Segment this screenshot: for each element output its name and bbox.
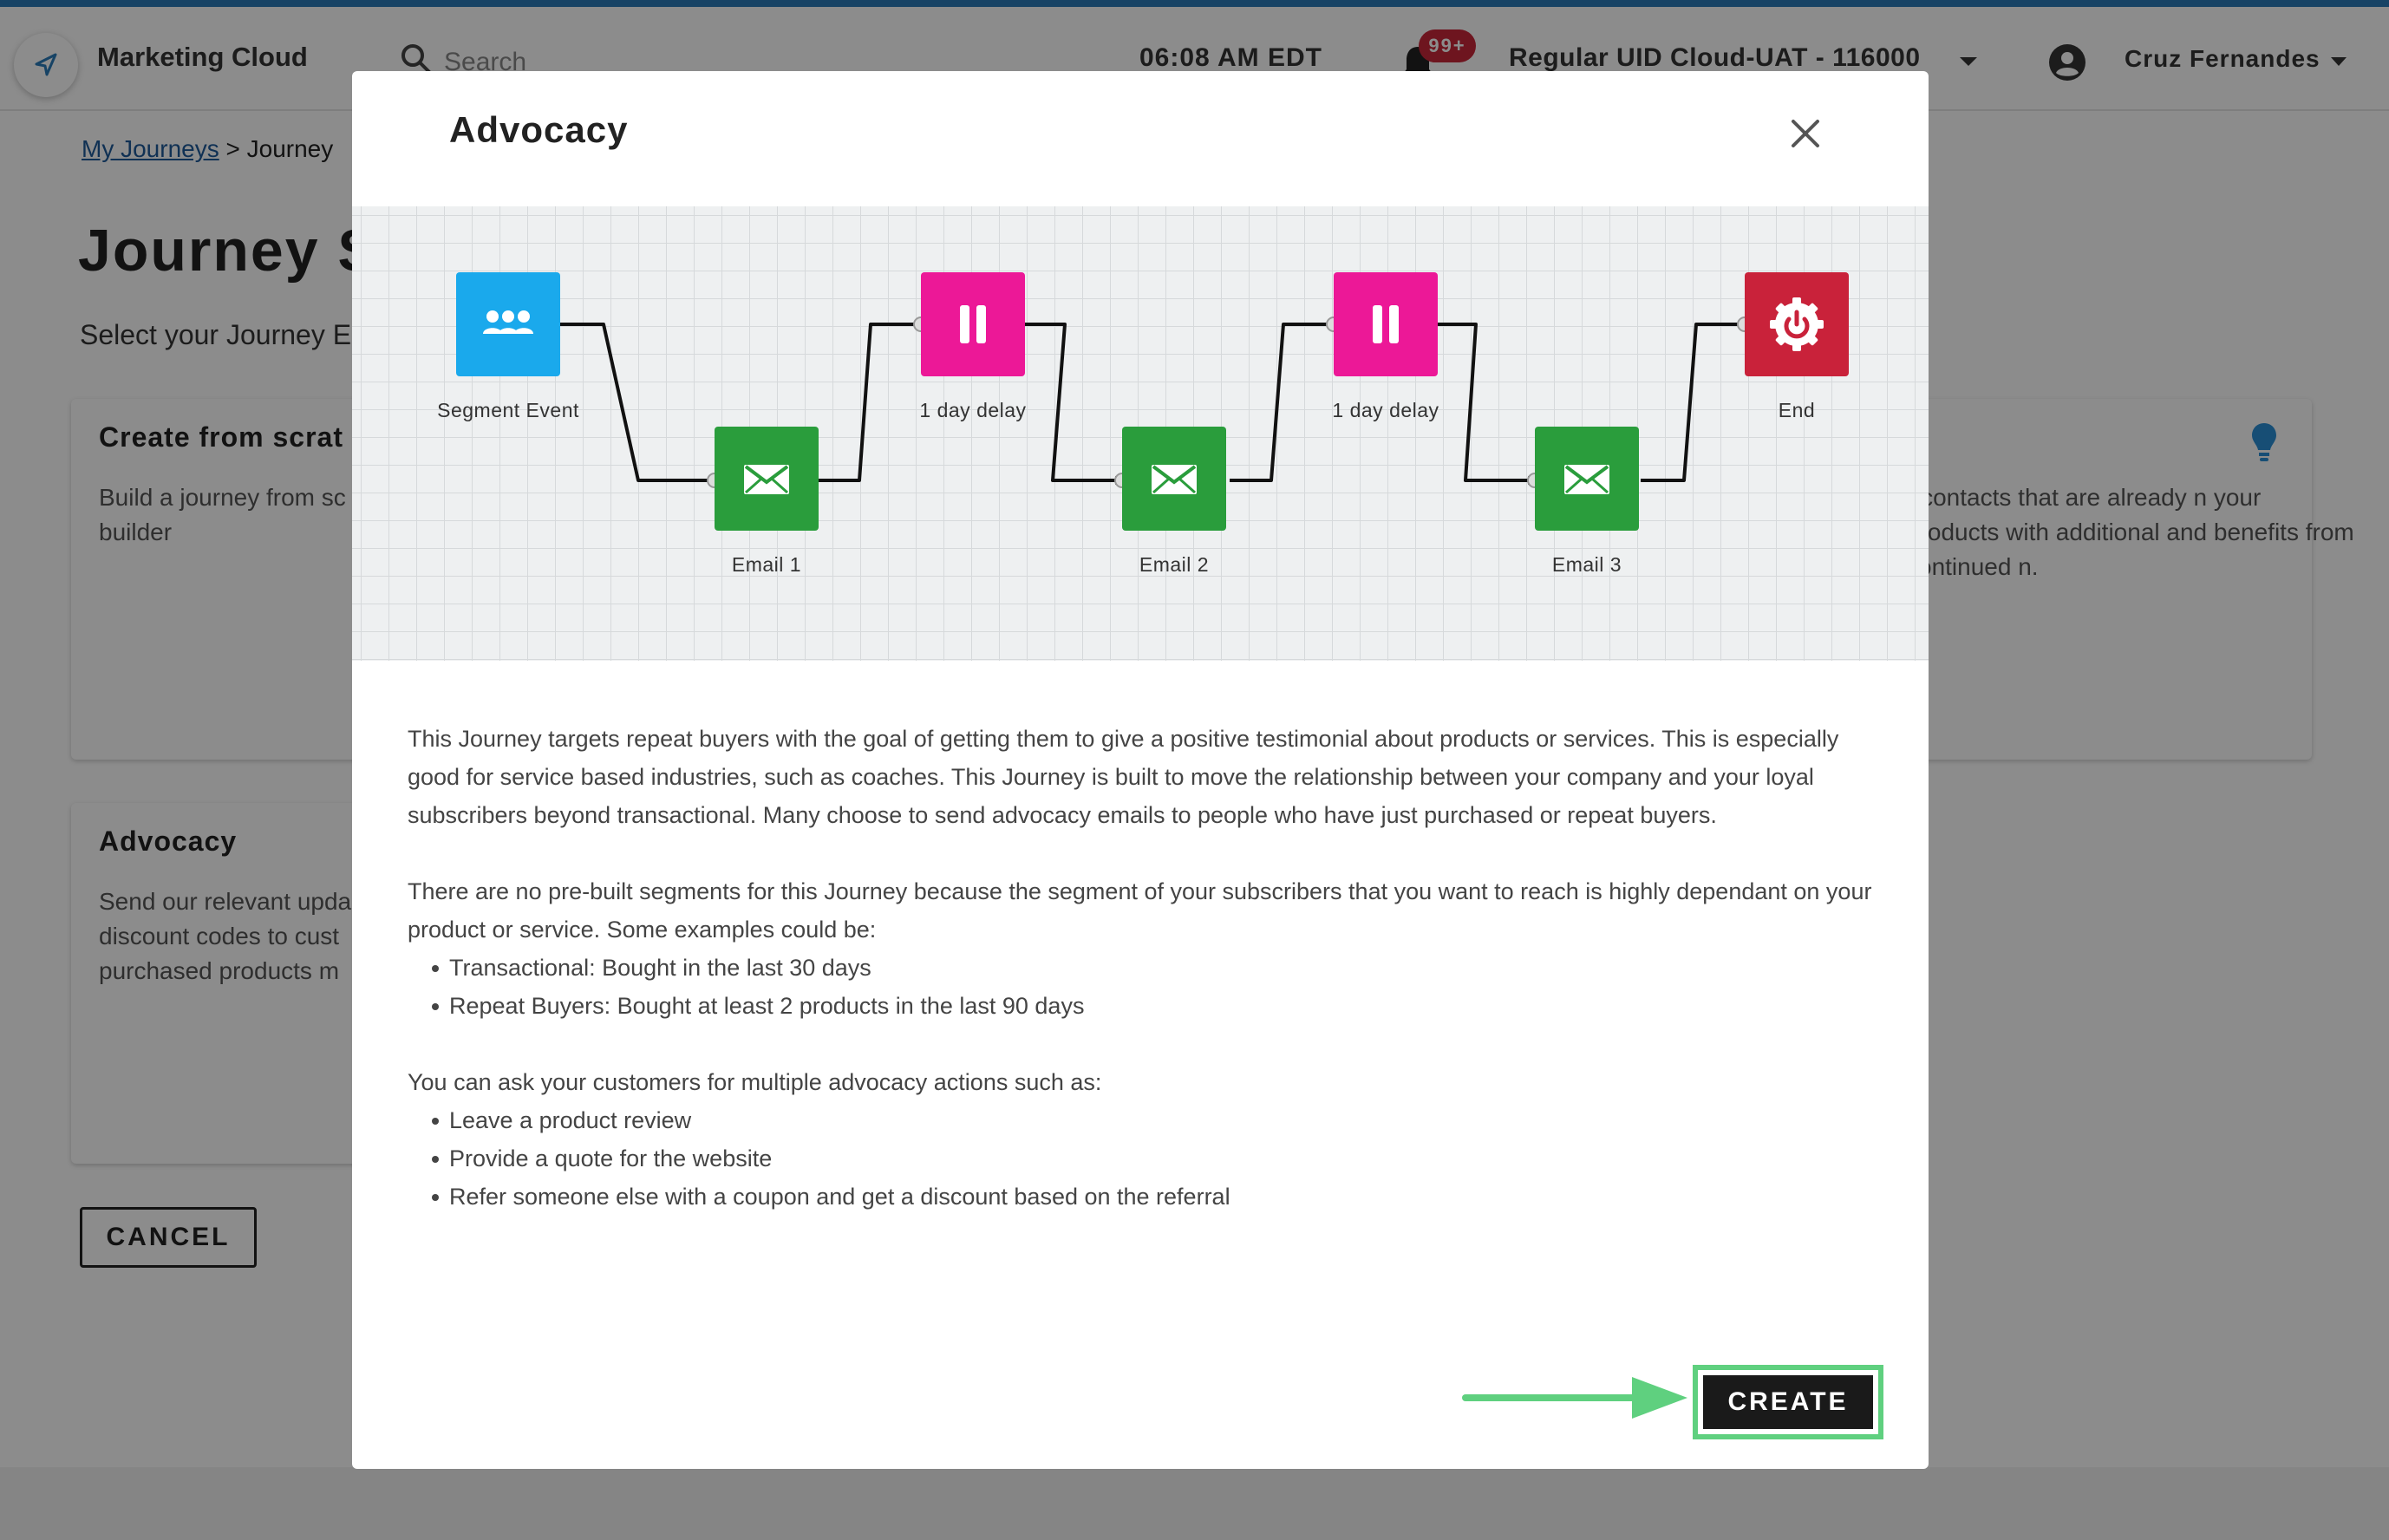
- node-label: Email 2: [1139, 553, 1210, 576]
- top-accent-bar: [0, 0, 2389, 7]
- clock-time: 06:08 AM EDT: [1139, 43, 1322, 72]
- lightbulb-icon: [2252, 423, 2276, 461]
- card-description: Build a journey from sc builder: [99, 484, 346, 545]
- end-node[interactable]: [1745, 272, 1849, 376]
- close-icon[interactable]: [1781, 109, 1830, 158]
- pause-icon: [1373, 305, 1399, 343]
- breadcrumb-current: Journey: [246, 135, 334, 162]
- description-paragraph: This Journey targets repeat buyers with …: [408, 726, 1839, 828]
- envelope-icon: [1564, 465, 1609, 494]
- page-subtitle: Select your Journey E: [80, 319, 352, 350]
- node-label: Segment Event: [437, 399, 579, 421]
- footer: [0, 1467, 2389, 1540]
- envelope-icon: [744, 465, 789, 494]
- close-button[interactable]: [1781, 109, 1830, 158]
- create-button-highlight: [1693, 1365, 1883, 1439]
- list-item: Repeat Buyers: Bought at least 2 product…: [408, 987, 1882, 1025]
- description-paragraph: You can ask your customers for multiple …: [408, 1069, 1102, 1095]
- list-item: Provide a quote for the website: [408, 1139, 1882, 1178]
- advocacy-card[interactable]: Advocacy Send our relevant upda discount…: [71, 803, 383, 1164]
- card-description: r contacts that are already n your produ…: [1906, 484, 2354, 580]
- cancel-button[interactable]: CANCEL: [80, 1207, 257, 1268]
- delay-node[interactable]: [921, 272, 1025, 376]
- email-node[interactable]: [715, 427, 819, 531]
- pause-icon: [960, 305, 986, 343]
- node-label: Email 3: [1551, 553, 1622, 576]
- list-item: Transactional: Bought in the last 30 day…: [408, 949, 1882, 987]
- list-item: Leave a product review: [408, 1101, 1882, 1139]
- node-label: Email 1: [731, 553, 802, 576]
- envelope-icon: [1152, 465, 1197, 494]
- pointer-arrow-annotation: [1462, 1377, 1687, 1419]
- modal-description: This Journey targets repeat buyers with …: [408, 720, 1882, 1254]
- card-title: Create from scrat: [99, 421, 343, 453]
- email-node[interactable]: [1535, 427, 1639, 531]
- card-title: Advocacy: [99, 825, 238, 857]
- notification-badge: 99+: [1419, 29, 1476, 62]
- advocacy-actions-list: Leave a product review Provide a quote f…: [408, 1101, 1882, 1216]
- navigation-arrow-icon[interactable]: [14, 33, 78, 97]
- modal-title: Advocacy: [449, 109, 629, 150]
- email-node[interactable]: [1122, 427, 1226, 531]
- user-avatar-icon[interactable]: [2048, 43, 2086, 82]
- delay-node[interactable]: [1334, 272, 1438, 376]
- account-selector[interactable]: Regular UID Cloud-UAT - 116000: [1509, 43, 1921, 72]
- node-label: 1 day delay: [919, 399, 1027, 421]
- breadcrumb-link-my-journeys[interactable]: My Journeys: [82, 135, 219, 162]
- chevron-down-icon[interactable]: [2329, 55, 2348, 68]
- segment-examples-list: Transactional: Bought in the last 30 day…: [408, 949, 1882, 1025]
- user-name[interactable]: Cruz Fernandes: [2125, 45, 2320, 72]
- segment-event-node[interactable]: [456, 272, 560, 376]
- node-label: End: [1778, 399, 1816, 421]
- power-gear-icon: [1770, 297, 1824, 351]
- list-item: Refer someone else with a coupon and get…: [408, 1178, 1882, 1216]
- template-preview-modal: Advocacy: [352, 71, 1929, 1469]
- card-description: Send our relevant upda discount codes to…: [99, 888, 352, 984]
- description-paragraph: There are no pre-built segments for this…: [408, 878, 1872, 943]
- breadcrumb-separator: >: [225, 135, 240, 162]
- create-button[interactable]: CREATE: [1703, 1375, 1873, 1429]
- people-group-icon: [483, 310, 533, 334]
- node-label: 1 day delay: [1332, 399, 1439, 421]
- page-title: Journey S: [78, 218, 379, 284]
- app-name[interactable]: Marketing Cloud: [97, 42, 308, 72]
- breadcrumb: My Journeys > Journey: [82, 135, 333, 163]
- journey-flow-diagram: Segment Event Email 1 1 day delay Email …: [352, 206, 1929, 661]
- chevron-down-icon[interactable]: [1958, 55, 1979, 68]
